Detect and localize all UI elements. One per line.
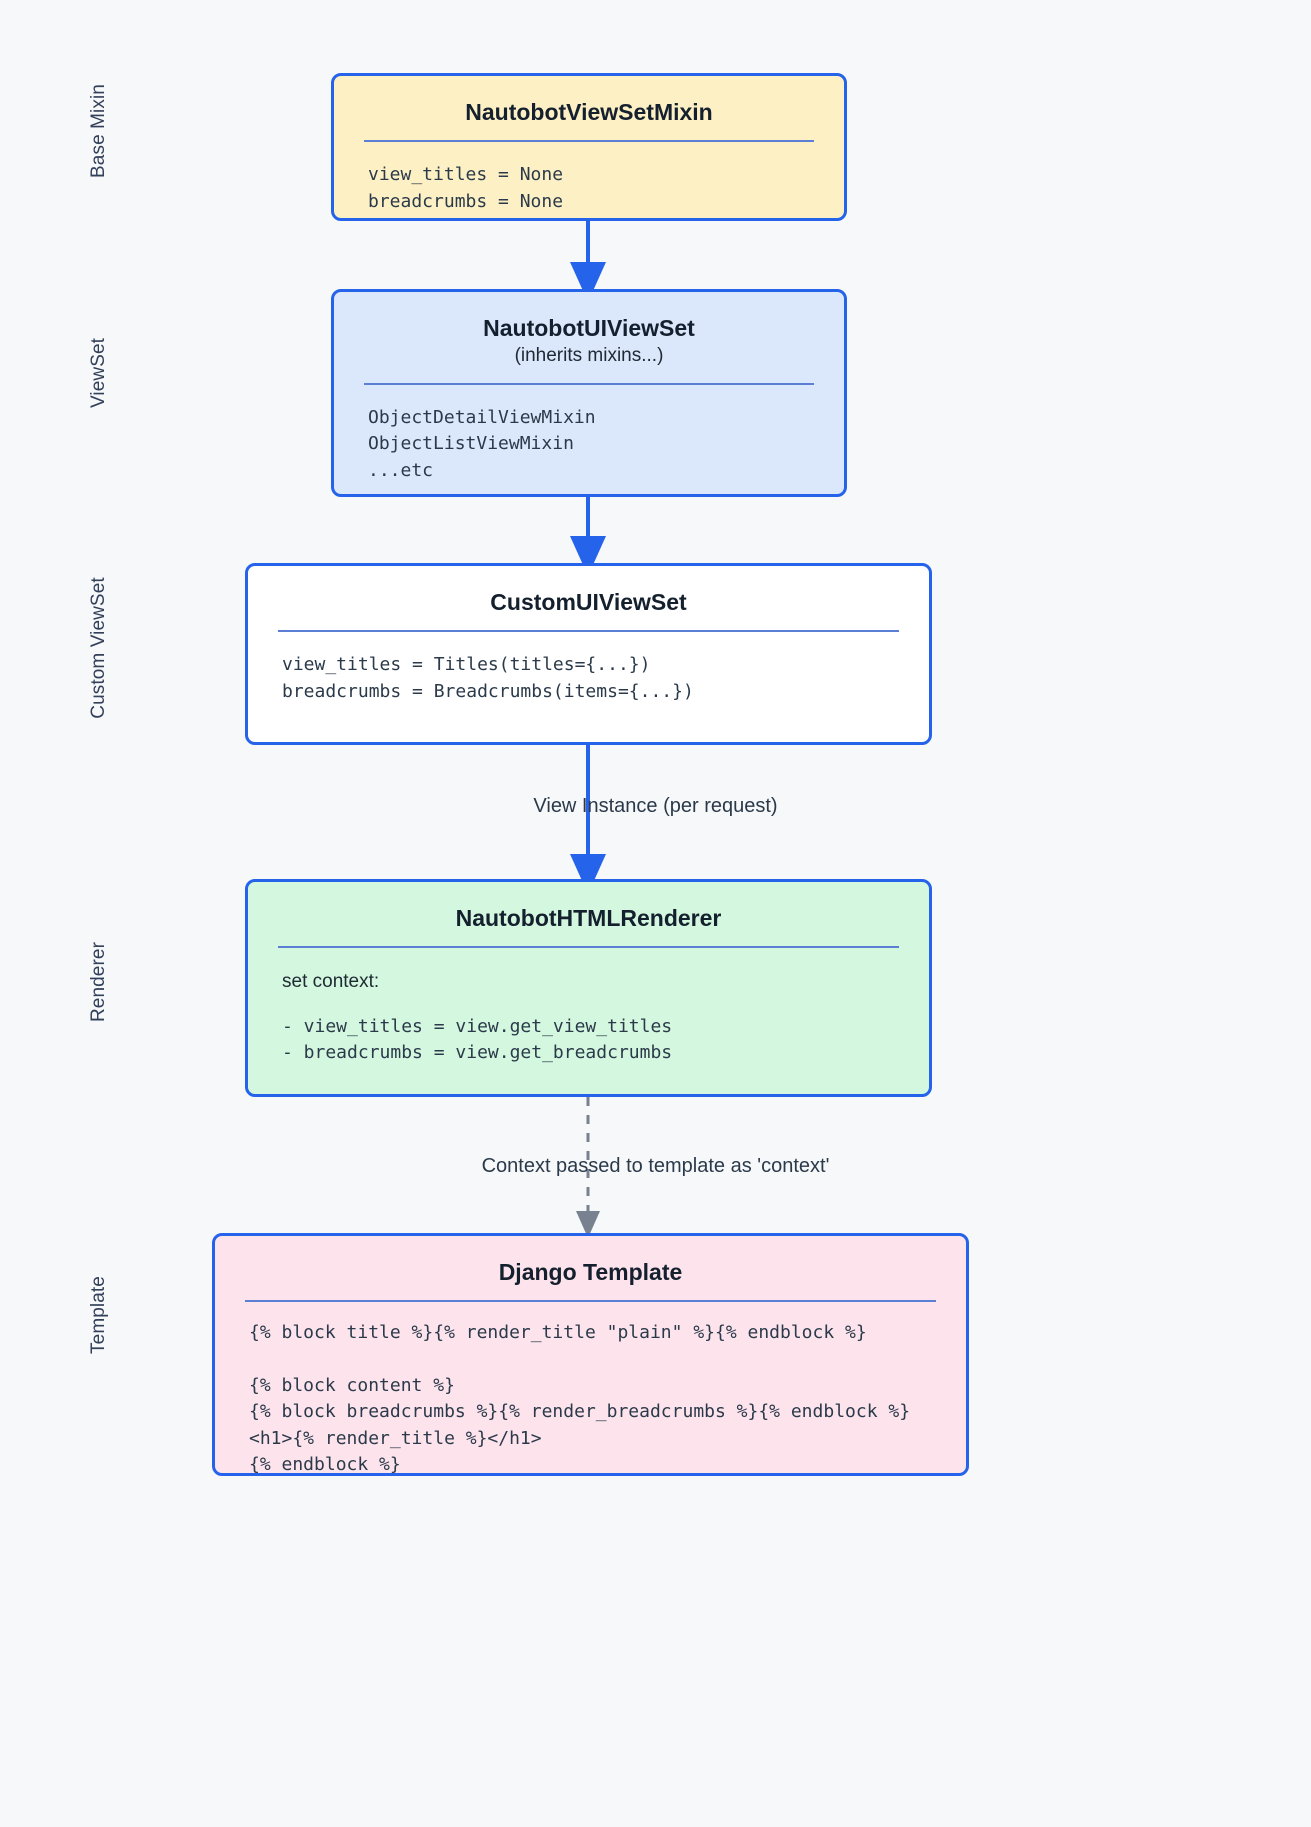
lane-label-viewset-text: ViewSet [88, 337, 109, 409]
node-divider-custom [278, 630, 899, 633]
node-body-custom: view_titles = Titles(titles={...}) bread… [248, 632, 929, 705]
node-divider-mixin [364, 140, 814, 143]
code-line: view_titles = None [368, 164, 564, 186]
node-divider-template [245, 1300, 936, 1303]
edge-label-context: Context passed to template as 'context' [0, 1155, 1311, 1178]
code-line: <h1>{% render_title %}</h1> [249, 1427, 542, 1449]
edge-label-context-text: Context passed to template as 'context' [481, 1155, 830, 1177]
code-line-blank [249, 1347, 932, 1373]
code-line: {% block title %}{% render_title "plain"… [249, 1322, 867, 1344]
lane-label-custom-viewset-text: Custom ViewSet [88, 577, 109, 719]
node-body-renderer: set context: - view_titles = view.get_vi… [248, 948, 929, 1066]
lane-label-renderer-text: Renderer [88, 942, 109, 1023]
code-line: ...etc [368, 459, 434, 481]
code-line: {% block breadcrumbs %}{% render_breadcr… [249, 1401, 911, 1423]
code-line: view_titles = Titles(titles={...}) [282, 654, 651, 676]
node-title-viewset: NautobotUIViewSet [483, 315, 695, 341]
node-body-viewset: ObjectDetailViewMixin ObjectListViewMixi… [334, 385, 844, 484]
code-line: - breadcrumbs = view.get_breadcrumbs [282, 1042, 673, 1063]
node-nautobot-viewset-mixin[interactable]: NautobotViewSetMixin view_titles = None … [331, 73, 847, 221]
node-custom-ui-viewset[interactable]: CustomUIViewSet view_titles = Titles(tit… [245, 563, 932, 745]
node-divider-renderer [278, 946, 899, 949]
code-line: - view_titles = view.get_view_titles [282, 1015, 673, 1037]
node-title-renderer: NautobotHTMLRenderer [455, 905, 722, 931]
lane-label-template: Template [88, 1215, 110, 1415]
code-line: ObjectListViewMixin [368, 433, 574, 455]
code-line: {% endblock %} [249, 1454, 401, 1476]
lane-label-template-text: Template [88, 1276, 109, 1354]
node-divider-viewset [364, 382, 814, 385]
node-body-mixin: view_titles = None breadcrumbs = None [334, 142, 844, 215]
node-django-template[interactable]: Django Template {% block title %}{% rend… [212, 1233, 969, 1476]
code-line: ObjectDetailViewMixin [368, 406, 596, 428]
lane-label-renderer: Renderer [88, 882, 110, 1082]
code-line: breadcrumbs = Breadcrumbs(items={...}) [282, 680, 694, 702]
edge-label-view-instance: View Instance (per request) [0, 795, 1311, 818]
code-line: {% block content %} [249, 1374, 455, 1396]
lane-label-base-mixin-text: Base Mixin [88, 84, 109, 178]
node-body-template: {% block title %}{% render_title "plain"… [215, 1302, 966, 1479]
node-nautobot-ui-viewset[interactable]: NautobotUIViewSet (inherits mixins...) O… [331, 289, 847, 497]
code-line: breadcrumbs = None [368, 190, 564, 212]
node-subtitle-viewset: (inherits mixins...) [514, 345, 664, 367]
node-title-mixin: NautobotViewSetMixin [465, 99, 713, 125]
node-title-custom: CustomUIViewSet [490, 589, 687, 615]
lane-label-base-mixin: Base Mixin [88, 31, 110, 231]
node-title-template: Django Template [498, 1259, 683, 1285]
lane-label-viewset: ViewSet [88, 273, 110, 473]
edge-label-view-instance-text: View Instance (per request) [533, 795, 778, 817]
node-nautobot-html-renderer[interactable]: NautobotHTMLRenderer set context: - view… [245, 879, 932, 1097]
lane-label-custom-viewset: Custom ViewSet [88, 548, 110, 748]
renderer-context-heading: set context: [282, 971, 380, 993]
